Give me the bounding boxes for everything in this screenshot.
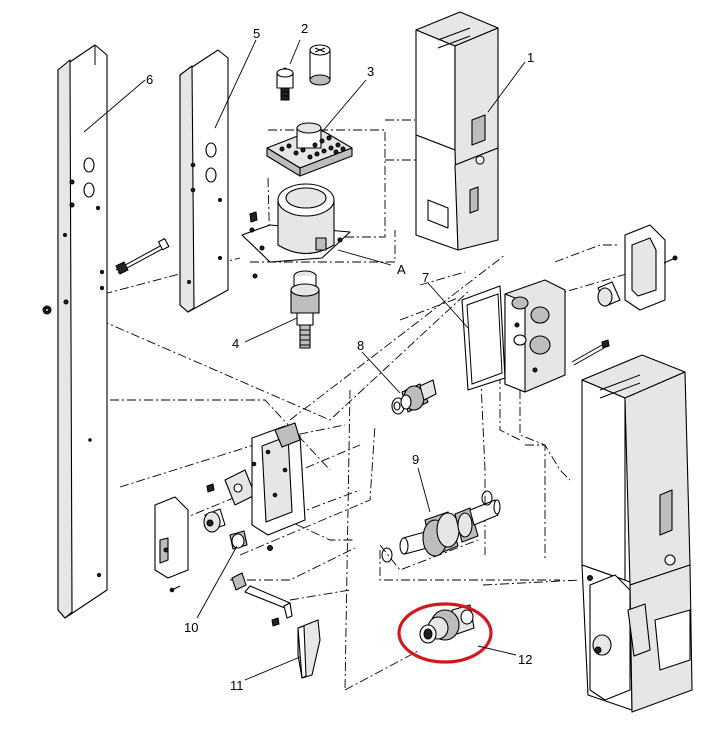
callout-11: 11 [230,678,244,693]
lock-housing-plate [251,422,306,551]
callout-labels: 1 2 3 5 6 A 4 7 8 9 10 11 12 [146,21,534,693]
leader-lines [83,39,526,681]
sleeve-icon [597,281,621,307]
callout-5: 5 [253,26,260,41]
part-a-motor [241,183,351,279]
assembly-lines [69,119,641,691]
part-3-terminal-block [266,122,353,177]
callout-10: 10 [184,620,198,635]
callout-2: 2 [301,21,308,36]
part-4-coupling [290,270,320,349]
callout-a: A [397,262,406,277]
gearbox-bolt-icon [571,339,610,366]
callout-12: 12 [518,652,532,667]
end-cap-icon [624,224,678,311]
callout-8: 8 [357,338,364,353]
assembled-unit [581,354,693,713]
callout-3: 3 [367,64,374,79]
callout-9: 9 [412,452,419,467]
part-1-upper-housing [415,11,499,251]
part-12-gear [419,604,475,644]
part-5-channel [179,49,229,313]
callout-1: 1 [527,50,534,65]
part-8-gear-shaft [391,379,437,415]
callout-7: 7 [422,270,429,285]
washer-icon [42,299,69,315]
callout-4: 4 [232,336,239,351]
callout-6: 6 [146,72,153,87]
long-bolt-icon [115,238,170,275]
part-10-lock-assembly [154,469,256,593]
part-11-handle [231,572,321,679]
part-9-main-gear-shaft [381,490,501,563]
part-2-key-screw [276,44,331,101]
part-6-mounting-channel [57,44,108,619]
part-7-gearbox-housing [461,279,566,393]
highlight-circle [397,602,493,664]
